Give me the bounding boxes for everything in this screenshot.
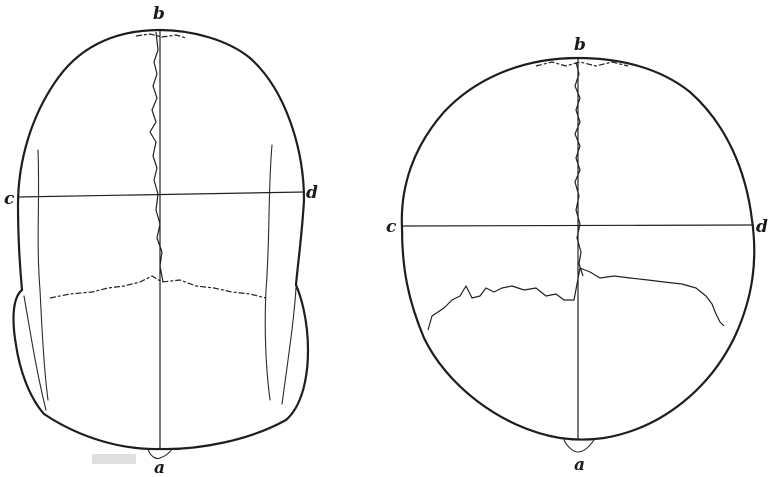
- left-skull-temporal-line-right: [264, 144, 273, 401]
- left-skull-zygomatic-right: [281, 287, 297, 405]
- left-label-c: c: [4, 189, 15, 209]
- right-label-b: b: [574, 35, 586, 55]
- right-skull-sagittal-suture: [574, 61, 584, 277]
- left-skull: b c d a: [4, 4, 318, 477]
- left-skull-temporal-line-left: [37, 149, 49, 401]
- right-skull-outline: [400, 56, 756, 441]
- right-label-a: a: [574, 455, 585, 475]
- right-label-d: d: [756, 217, 768, 237]
- left-skull-smudge: [92, 454, 136, 464]
- left-label-a: a: [154, 458, 165, 477]
- left-skull-basal-point: [147, 448, 173, 460]
- right-skull-basal-point: [563, 439, 595, 453]
- right-skull-cross-suture: [427, 267, 725, 331]
- left-skull-cross-suture: [49, 275, 267, 299]
- left-skull-top-suture: [135, 33, 187, 39]
- right-label-c: c: [386, 217, 397, 237]
- right-skull-top-suture: [535, 61, 629, 67]
- left-skull-sagittal-suture: [149, 31, 164, 283]
- left-label-d: d: [306, 183, 318, 203]
- left-label-b: b: [153, 4, 165, 24]
- left-skull-axis-cd: [17, 191, 305, 198]
- left-skull-outline: [12, 28, 310, 451]
- right-skull-axis-cd: [401, 224, 755, 227]
- right-skull: b c d a: [386, 35, 768, 475]
- left-skull-zygomatic-left: [23, 295, 47, 411]
